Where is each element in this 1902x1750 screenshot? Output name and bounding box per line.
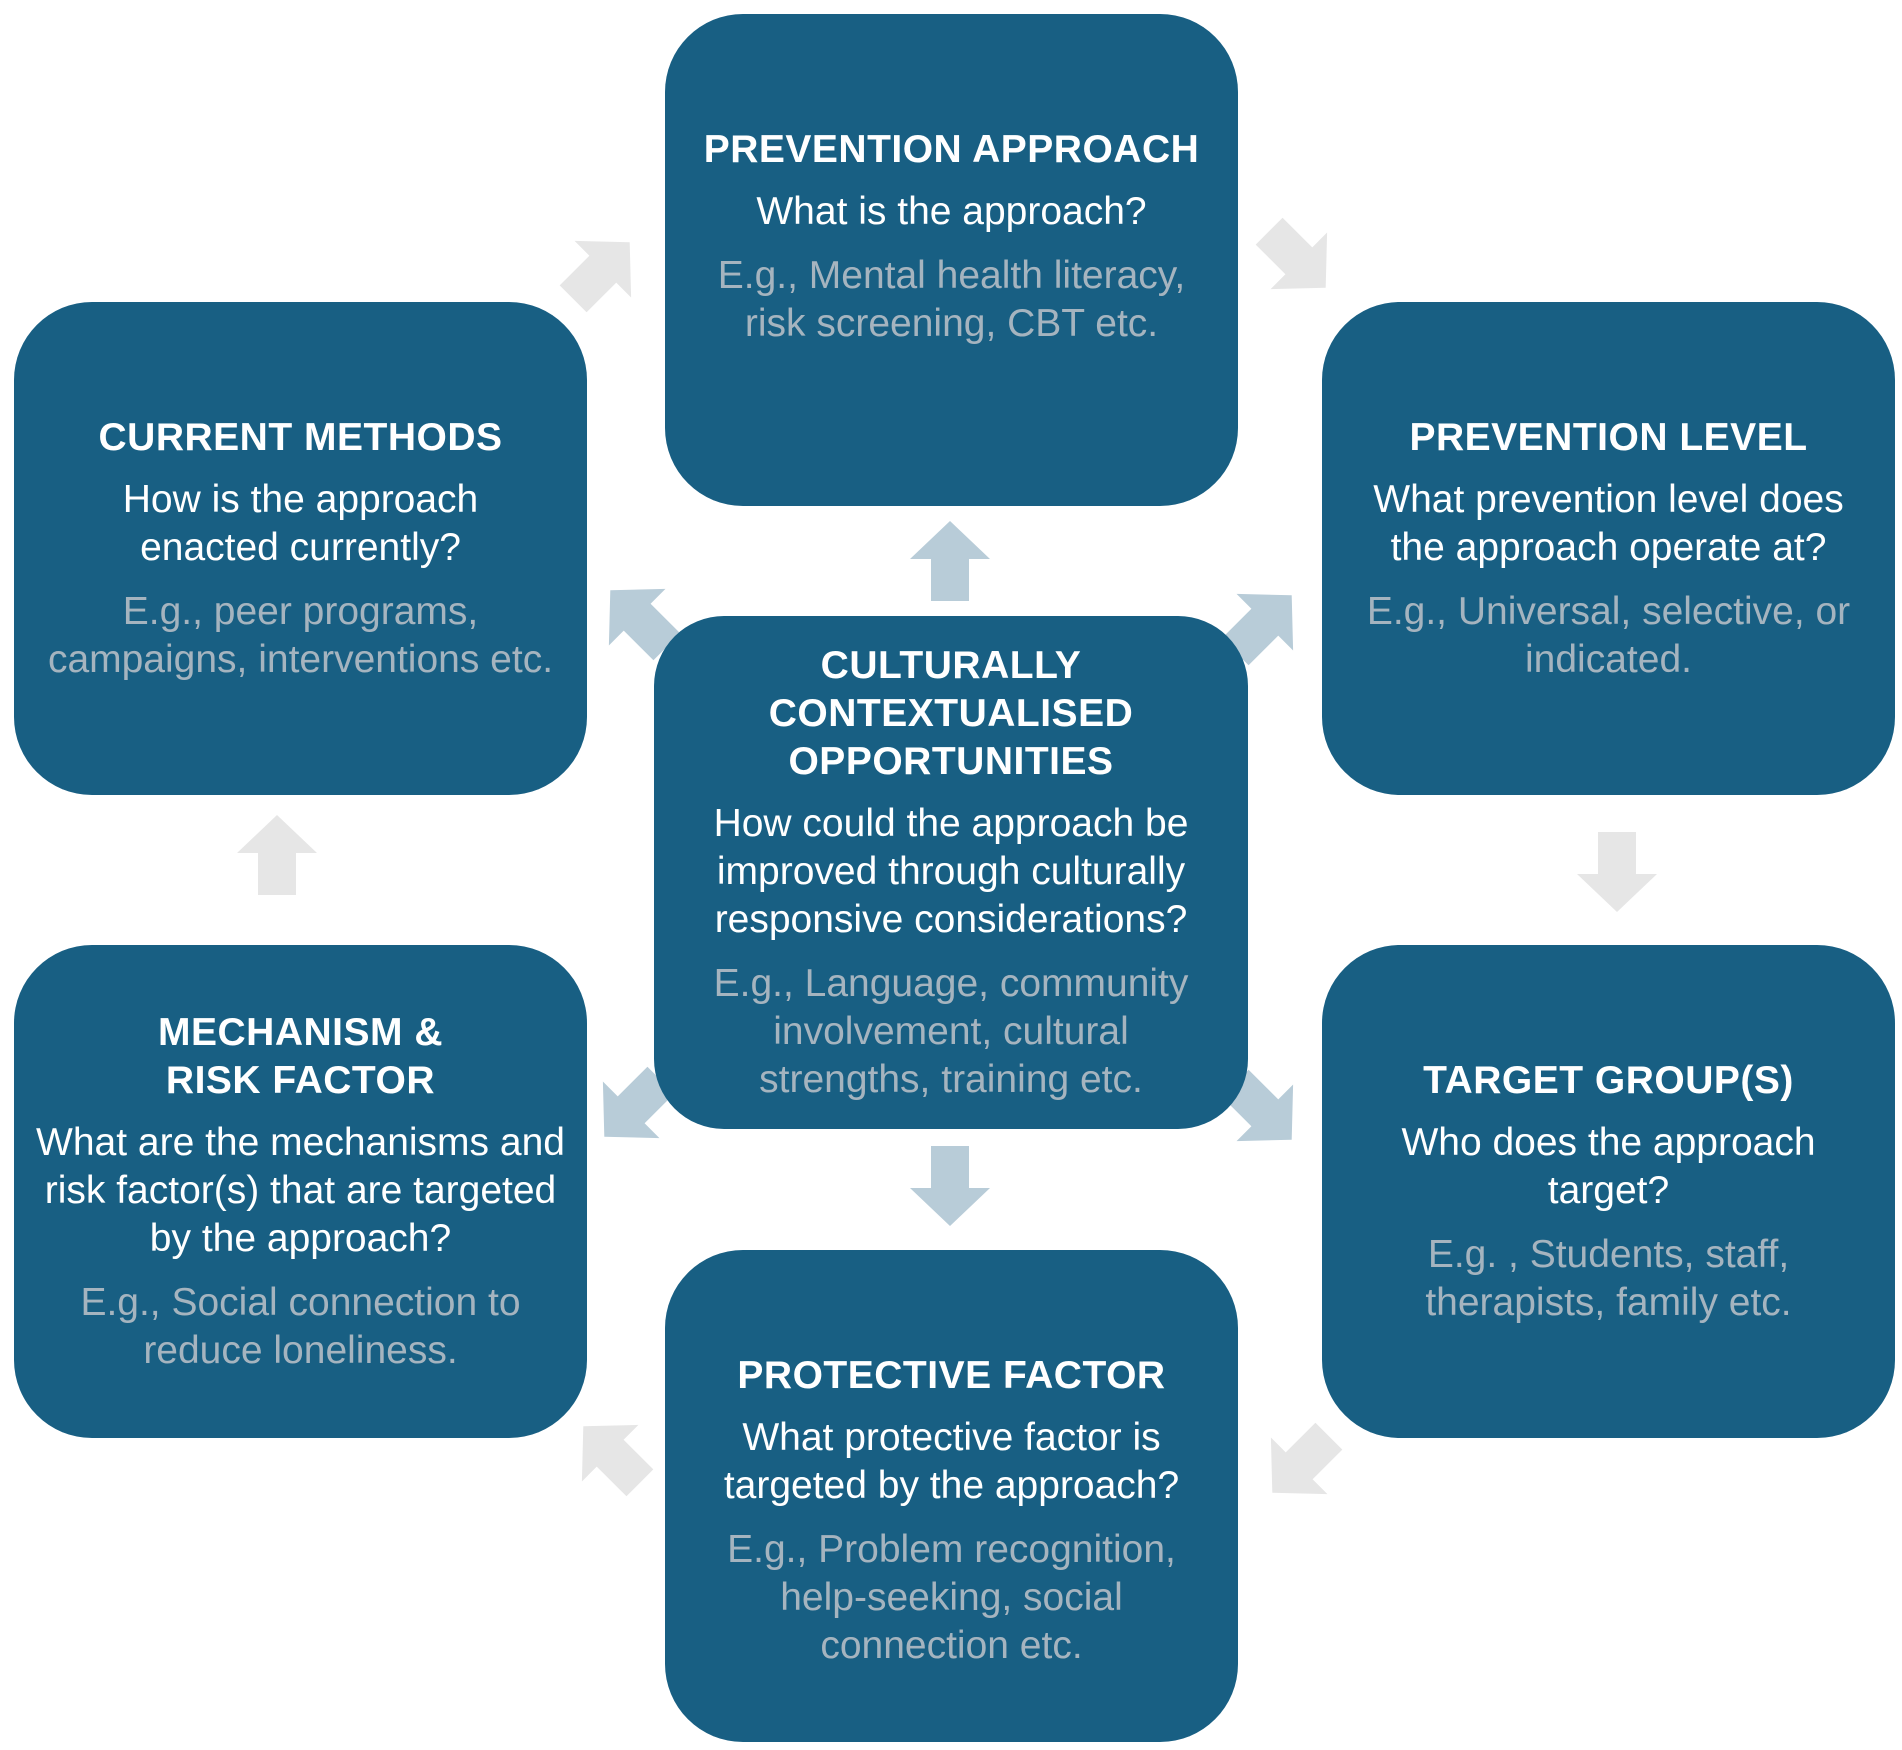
protective-factor-box: PROTECTIVE FACTOR What protective factor… [665,1250,1238,1742]
prevention-level-box: PREVENTION LEVEL What prevention level d… [1322,302,1895,795]
arrow-approach-to-level [1240,202,1354,316]
protective-factor-title: PROTECTIVE FACTOR [737,1354,1166,1397]
arrow-center-to-approach [910,521,990,601]
center-title: CULTURALLY CONTEXTUALISED OPPORTUNITIES [768,643,1134,783]
arrow-center-to-protective [910,1146,990,1226]
current-methods-question: How is the approach enacted currently? [122,477,479,569]
center-example: E.g., Language, community involvement, c… [713,961,1189,1101]
mechanism-risk-question: What are the mechanisms and risk factor(… [36,1120,565,1260]
target-groups-box: TARGET GROUP(S) Who does the approach ta… [1322,945,1895,1438]
current-methods-example: E.g., peer programs, campaigns, interven… [47,589,554,681]
target-groups-question: Who does the approach target? [1401,1120,1816,1212]
current-methods-box: CURRENT METHODS How is the approach enac… [14,302,587,795]
mechanism-risk-box: MECHANISM & RISK FACTOR What are the mec… [14,945,587,1438]
arrow-mechanism-to-current [237,815,317,895]
arrow-level-to-target [1577,832,1657,912]
current-methods-title: CURRENT METHODS [98,415,503,459]
protective-factor-example: E.g., Problem recognition, help-seeking,… [727,1528,1176,1667]
arrow-current-to-approach [544,214,658,328]
prevention-approach-title: PREVENTION APPROACH [703,128,1200,171]
arrow-target-to-protective [1244,1407,1358,1521]
prevention-approach-question: What is the approach? [756,190,1147,233]
target-groups-title: TARGET GROUP(S) [1423,1058,1794,1102]
prevention-approach-example: E.g., Mental health literacy, risk scree… [717,254,1186,345]
prevention-level-title: PREVENTION LEVEL [1409,415,1808,459]
protective-factor-question: What protective factor is targeted by th… [723,1416,1180,1507]
target-groups-example: E.g. , Students, staff, therapists, fami… [1425,1232,1792,1324]
center-question: How could the approach be improved throu… [713,801,1189,941]
prevention-level-example: E.g., Universal, selective, or indicated… [1366,589,1851,681]
culturally-contextualised-box: CULTURALLY CONTEXTUALISED OPPORTUNITIES … [654,616,1248,1129]
prevention-approach-box: PREVENTION APPROACH What is the approach… [665,14,1238,506]
prevention-level-question: What prevention level does the approach … [1373,477,1844,569]
mechanism-risk-example: E.g., Social connection to reduce loneli… [80,1280,521,1372]
arrow-protective-to-mechanism [555,1398,669,1512]
mechanism-risk-title: MECHANISM & RISK FACTOR [158,1010,443,1102]
